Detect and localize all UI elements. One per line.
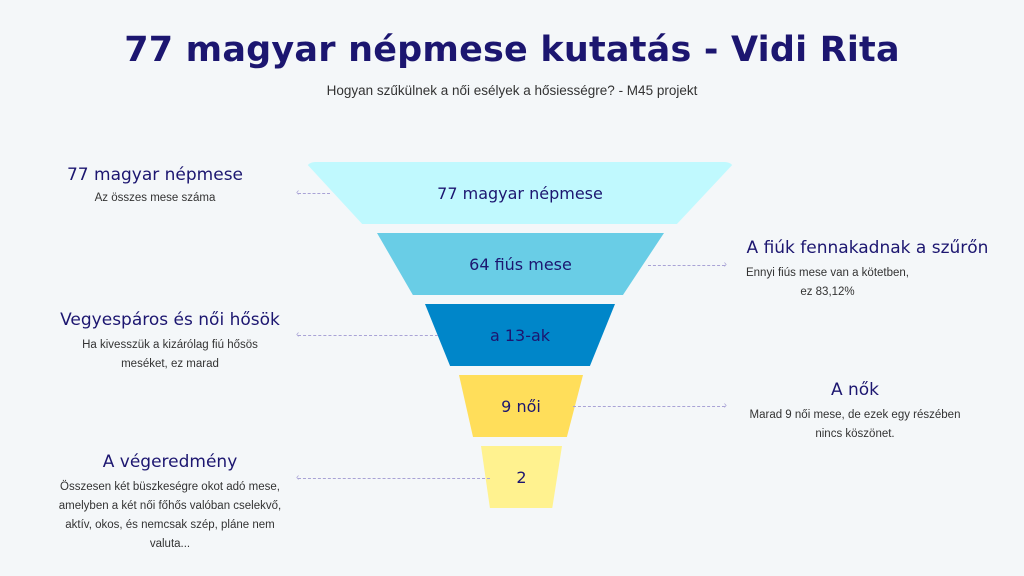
funnel-stage-label: 2 xyxy=(516,467,527,487)
funnel-stage-label: a 13-ak xyxy=(489,325,551,345)
annotation-text: Marad 9 női mese, de ezek egy részében n… xyxy=(749,409,961,440)
annotation-women: A nők Marad 9 női mese, de ezek egy rész… xyxy=(740,380,970,444)
arrow-left-3: ‹ xyxy=(296,330,438,340)
annotation-mixed-female: Vegyespáros és női hősök Ha kivesszük a … xyxy=(50,310,290,374)
arrow-left-1: ‹ xyxy=(296,188,330,198)
funnel-stage-label: 9 női xyxy=(501,396,541,416)
arrow-right-4: › xyxy=(573,401,727,411)
annotation-title: 77 magyar népmese xyxy=(66,165,244,185)
funnel-stage-label: 77 magyar népmese xyxy=(437,183,603,203)
page-subtitle: Hogyan szűkülnek a női esélyek a hősiess… xyxy=(326,83,698,98)
arrow-head-icon: › xyxy=(723,400,727,411)
page-title: 77 magyar népmese kutatás - Vidi Rita xyxy=(124,30,900,70)
arrow-right-2: › xyxy=(648,260,727,270)
arrow-head-icon: › xyxy=(723,259,727,270)
annotation-title: A végeredmény xyxy=(102,452,238,472)
annotation-final-result: A végeredmény Összesen két büszkeségre o… xyxy=(55,452,285,554)
funnel-stage-4: 9 női xyxy=(459,375,583,437)
annotation-text: Ha kivesszük a kizárólag fiú hősös mesék… xyxy=(82,339,258,370)
funnel-stage-3: a 13-ak xyxy=(425,304,615,366)
arrow-head-icon: ‹ xyxy=(296,472,300,483)
annotation-title: A nők xyxy=(830,380,880,400)
annotation-text: Összesen két büszkeségre okot adó mese, … xyxy=(58,481,282,550)
annotation-title: Vegyespáros és női hősök xyxy=(60,310,280,330)
funnel-stage-2: 64 fiús mese xyxy=(377,233,664,295)
funnel-stage-label: 64 fiús mese xyxy=(469,254,572,274)
annotation-text: Az összes mese száma xyxy=(94,192,216,204)
arrow-left-5: ‹ xyxy=(296,473,490,483)
funnel-stage-1: 77 magyar népmese xyxy=(305,162,735,224)
annotation-text: Ennyi fiús mese van a kötetben, ez 83,12… xyxy=(745,267,909,298)
arrow-head-icon: ‹ xyxy=(296,187,300,198)
arrow-head-icon: ‹ xyxy=(296,329,300,340)
annotation-boys-filtered: A fiúk fennakadnak a szűrőn Ennyi fiús m… xyxy=(745,238,990,302)
annotation-title: A fiúk fennakadnak a szűrőn xyxy=(746,238,989,258)
annotation-all-tales: 77 magyar népmese Az összes mese száma xyxy=(55,165,255,208)
funnel-stage-5: 2 xyxy=(481,446,562,508)
